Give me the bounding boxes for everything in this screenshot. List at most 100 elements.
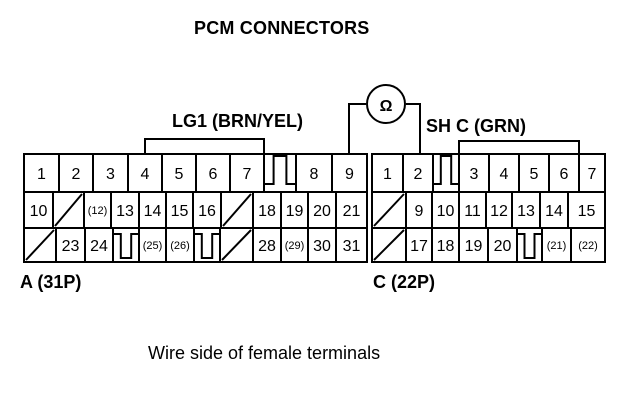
connector-a-terminal-cell: 8: [295, 153, 333, 193]
connector-a-terminal-number: 20: [313, 203, 331, 220]
connector-c-terminal-number: (21): [547, 240, 567, 252]
connector-a-terminal-cell: 16: [192, 191, 222, 229]
connector-a-key-notch: [263, 153, 297, 193]
connector-c-terminal-number: 5: [530, 166, 539, 183]
connector-a-terminal-cell: 10: [23, 191, 54, 229]
ohmmeter-leads: [348, 103, 421, 154]
connector-c-terminal-cell: 10: [431, 191, 460, 229]
connector-a-terminal-cell: 5: [161, 153, 197, 193]
connector-c-terminal-cell: [371, 227, 407, 263]
connector-a-terminal-cell: 15: [165, 191, 194, 229]
connector-c-terminal-cell: 3: [458, 153, 490, 193]
connector-a-terminal-cell: 18: [252, 191, 282, 229]
connector-c-terminal-number: 19: [465, 238, 483, 255]
connector-a-terminal-number: 10: [30, 203, 48, 220]
connector-c-terminal-cell: 15: [567, 191, 606, 229]
connector-c-terminal-number: 13: [517, 203, 535, 220]
connector-a-terminal-cell: [52, 191, 85, 229]
connector-c-terminal-cell: 2: [402, 153, 434, 193]
connector-c-terminal-cell: 20: [487, 227, 518, 263]
connector-c-terminal-number: 9: [415, 203, 424, 220]
ohm-symbol-icon: Ω: [380, 98, 393, 115]
connector-c-terminal-cell: 14: [539, 191, 569, 229]
connector-c-terminal-cell: 5: [518, 153, 550, 193]
connector-c-terminal-cell: 19: [458, 227, 489, 263]
connector-c-label: C (22P): [373, 272, 436, 292]
connector-a-terminal-number: 2: [72, 166, 81, 183]
connector-a-terminal-cell: 31: [335, 227, 368, 263]
connector-c-terminal-cell: 17: [405, 227, 433, 263]
connector-a-terminal-number: 18: [258, 203, 276, 220]
connector-c-terminal-cell: 12: [485, 191, 513, 229]
connector-c-terminal-cell: 1: [371, 153, 404, 193]
connector-a-key-notch: [193, 227, 221, 263]
connector-a-terminal-cell: 21: [335, 191, 368, 229]
connector-a-terminal-number: 9: [345, 166, 354, 183]
connector-c-terminal-number: 11: [464, 203, 481, 220]
shc-bracket: [458, 140, 580, 154]
connector-c-terminal-cell: (21): [541, 227, 572, 263]
connector-a-key-notch: [112, 227, 140, 263]
connector-c-terminal-number: 15: [578, 203, 596, 220]
connector-a-terminal-number: 30: [313, 238, 331, 255]
connector-c-terminal-number: 6: [560, 166, 569, 183]
connector-a-terminal-number: 13: [116, 203, 134, 220]
connector-a-terminal-number: 14: [144, 203, 162, 220]
connector-a-terminal-cell: (29): [280, 227, 309, 263]
connector-a-terminal-cell: 13: [110, 191, 140, 229]
connector-a-terminal-number: 4: [141, 166, 150, 183]
connector-a-terminal-cell: 30: [307, 227, 337, 263]
connector-a-terminal-cell: 9: [331, 153, 368, 193]
connector-a-terminal-number: (26): [170, 240, 190, 252]
connector-a-terminal-cell: 1: [23, 153, 60, 193]
connector-c-terminal-cell: [371, 191, 407, 229]
connector-a-terminal-cell: (25): [138, 227, 167, 263]
connector-a-terminal-cell: 24: [84, 227, 114, 263]
connector-c-terminal-cell: 9: [405, 191, 433, 229]
connector-c-terminal-number: 14: [545, 203, 563, 220]
connector-a-terminal-cell: [23, 227, 57, 263]
ohmmeter: Ω: [144, 84, 580, 154]
lg1-bracket: [144, 138, 265, 154]
connector-c-key-notch: [432, 153, 460, 193]
shc-wire-label: SH C (GRN): [426, 116, 526, 136]
connector-a-terminal-cell: 3: [92, 153, 129, 193]
connector-c-terminal-number: 1: [383, 166, 392, 183]
connector-c-terminal-cell: 4: [488, 153, 520, 193]
connector-a-terminal-cell: 2: [58, 153, 94, 193]
connector-a-terminal-number: 5: [175, 166, 184, 183]
connector-c-terminal-cell: (22): [570, 227, 606, 263]
connector-a-terminal-number: 24: [90, 238, 108, 255]
connector-c-terminal-cell: 7: [578, 153, 606, 193]
connector-c-terminal-number: 20: [494, 238, 512, 255]
connector-a-terminal-cell: 20: [307, 191, 337, 229]
connector-c-terminal-cell: 6: [548, 153, 580, 193]
connector-a-label: A (31P): [20, 272, 82, 292]
connector-c-terminal-cell: 13: [511, 191, 541, 229]
connector-a-terminal-cell: 6: [195, 153, 231, 193]
ohmmeter-circle: [366, 84, 406, 124]
connector-a-terminal-number: 21: [343, 203, 361, 220]
connector-c-terminal-number: 12: [490, 203, 508, 220]
connector-c-terminal-number: (22): [578, 240, 598, 252]
connector-a-terminal-number: 23: [62, 238, 80, 255]
connector-c-terminal-number: 17: [410, 238, 428, 255]
diagram-title: PCM CONNECTORS: [194, 18, 370, 38]
connector-a-terminal-cell: 28: [252, 227, 282, 263]
connector-a-terminal-cell: 4: [127, 153, 163, 193]
connector-a-terminal-number: 28: [258, 238, 276, 255]
connector-a-terminal-cell: [220, 191, 254, 229]
connector-a-terminal-number: 19: [286, 203, 304, 220]
lg1-wire-label: LG1 (BRN/YEL): [172, 111, 304, 131]
connector-c-terminal-number: 4: [500, 166, 509, 183]
connector-c-terminal-number: 18: [437, 238, 455, 255]
connector-a-terminal-number: (29): [285, 240, 305, 252]
connector-a-terminal-number: (12): [88, 205, 108, 217]
diagram-caption: Wire side of female terminals: [148, 343, 381, 363]
connector-a-terminal-number: 1: [37, 166, 46, 183]
connector-a-terminal-number: 16: [198, 203, 216, 220]
connector-a-terminal-cell: 14: [138, 191, 167, 229]
connector-a-terminal-cell: (26): [165, 227, 195, 263]
